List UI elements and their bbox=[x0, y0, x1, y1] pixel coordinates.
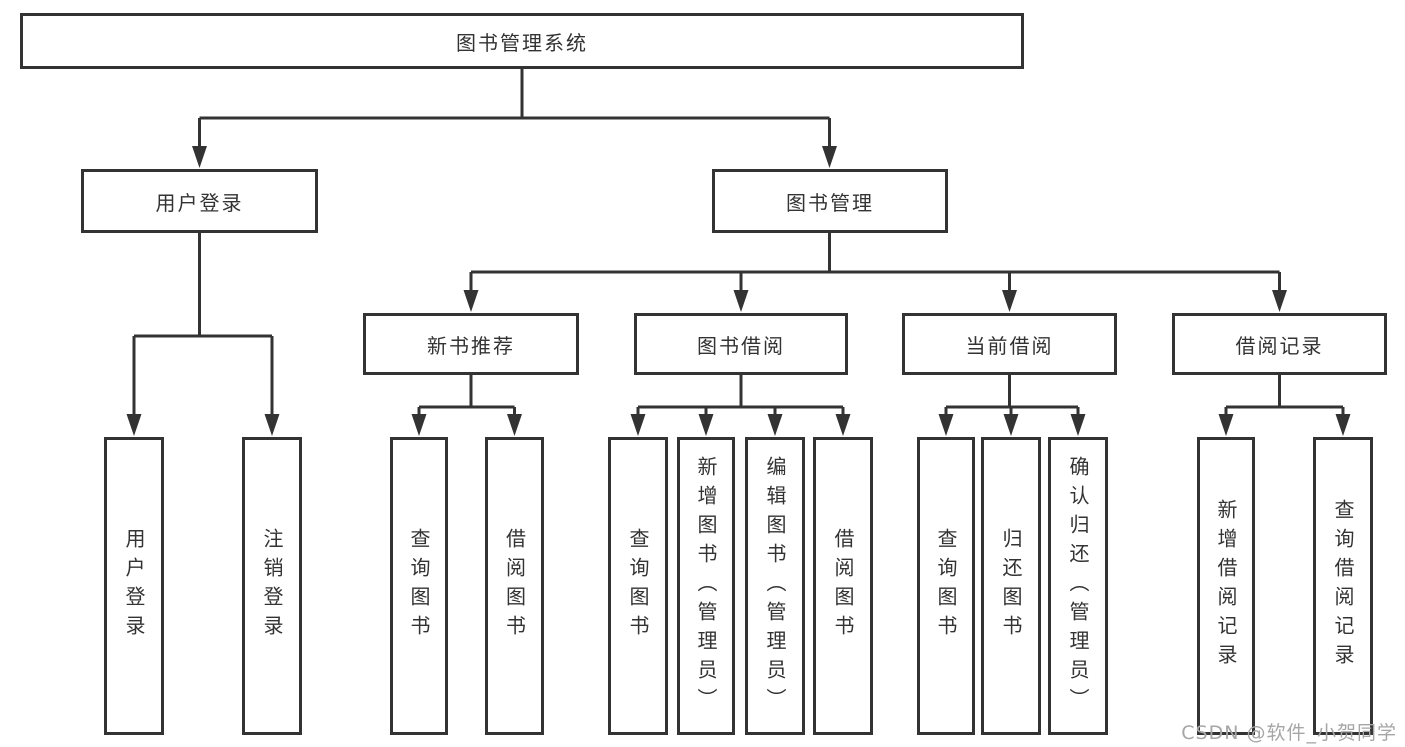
node-current-borrowing-label: 当前借阅 bbox=[965, 333, 1054, 358]
leaf-user-login-label: 用户登录 bbox=[122, 528, 146, 644]
node-user-login: 用户登录 bbox=[81, 169, 318, 233]
leaf-logout: 注销登录 bbox=[242, 437, 302, 735]
csdn-watermark: CSDN @软件_小贺同学 bbox=[1181, 722, 1397, 744]
arrowhead-icons bbox=[126, 146, 1351, 436]
node-new-book-recommendation-label: 新书推荐 bbox=[427, 333, 515, 358]
node-borrowing-records-label: 借阅记录 bbox=[1235, 333, 1324, 358]
leaf-logout-label: 注销登录 bbox=[260, 528, 284, 644]
node-borrowing-records: 借阅记录 bbox=[1172, 313, 1387, 375]
leaf-query-borrow-record: 查询借阅记录 bbox=[1313, 437, 1373, 735]
leaf-edit-book-admin-label: 编辑图书（管理员） bbox=[763, 455, 787, 717]
leaf-query-books-borrowing-label: 查询图书 bbox=[626, 528, 650, 644]
leaf-confirm-return-admin-label: 确认归还（管理员） bbox=[1066, 455, 1090, 717]
leaf-query-books-borrowing: 查询图书 bbox=[608, 437, 668, 735]
node-book-borrowing-label: 图书借阅 bbox=[697, 333, 785, 358]
leaf-add-book-admin: 新增图书（管理员） bbox=[677, 437, 735, 735]
connector-lines bbox=[132, 69, 1345, 416]
node-book-borrowing: 图书借阅 bbox=[634, 313, 848, 375]
leaf-user-login: 用户登录 bbox=[104, 437, 164, 735]
node-root-label: 图书管理系统 bbox=[456, 30, 588, 55]
leaf-borrow-books-borrowing: 借阅图书 bbox=[813, 437, 873, 735]
leaf-borrow-books-borrowing-label: 借阅图书 bbox=[831, 528, 855, 644]
node-current-borrowing: 当前借阅 bbox=[902, 313, 1117, 375]
leaf-query-books-current: 查询图书 bbox=[917, 437, 975, 735]
leaf-add-borrow-record: 新增借阅记录 bbox=[1197, 437, 1255, 735]
leaf-return-book: 归还图书 bbox=[981, 437, 1041, 735]
leaf-add-book-admin-label: 新增图书（管理员） bbox=[694, 455, 718, 717]
leaf-query-books-current-label: 查询图书 bbox=[934, 528, 958, 644]
leaf-query-borrow-record-label: 查询借阅记录 bbox=[1331, 499, 1355, 673]
leaf-borrow-books-recommend-label: 借阅图书 bbox=[502, 528, 527, 644]
leaf-add-borrow-record-label: 新增借阅记录 bbox=[1214, 499, 1238, 673]
leaf-borrow-books-recommend: 借阅图书 bbox=[485, 437, 544, 735]
leaf-return-book-label: 归还图书 bbox=[999, 528, 1023, 644]
leaf-query-books-recommend: 查询图书 bbox=[390, 437, 448, 735]
leaf-edit-book-admin: 编辑图书（管理员） bbox=[745, 437, 805, 735]
node-user-login-label: 用户登录 bbox=[155, 190, 244, 215]
node-book-management-label: 图书管理 bbox=[786, 190, 874, 215]
node-new-book-recommendation: 新书推荐 bbox=[363, 313, 579, 375]
leaf-confirm-return-admin: 确认归还（管理员） bbox=[1048, 437, 1108, 735]
node-root: 图书管理系统 bbox=[20, 13, 1024, 69]
leaf-query-books-recommend-label: 查询图书 bbox=[407, 528, 431, 644]
node-book-management: 图书管理 bbox=[712, 169, 948, 233]
